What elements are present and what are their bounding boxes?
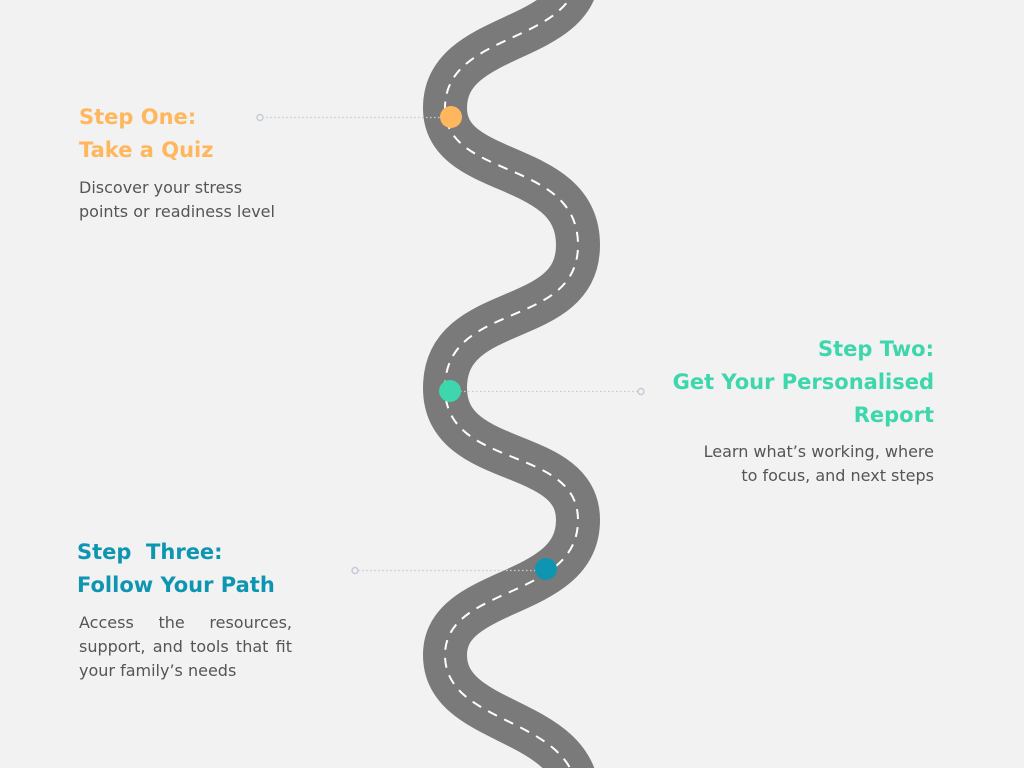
step-two-heading-line2: Get Your Personalised: [672, 370, 934, 394]
step-three-connector-end: [351, 566, 359, 575]
step-two-marker: [439, 380, 461, 402]
step-three-heading-line2: Follow Your Path: [77, 573, 275, 597]
step-three-description: Access the resources, support, and tools…: [79, 613, 292, 680]
step-two-description-line1: Learn what’s working, where: [703, 442, 934, 461]
step-two-description: Learn what’s working, where to focus, an…: [614, 440, 934, 488]
step-one-marker: [440, 106, 462, 128]
step-three-block: Step Three: Follow Your Path Access the …: [77, 536, 292, 683]
step-one-heading: Step One: Take a Quiz: [79, 101, 339, 167]
step-two-heading-line3: Report: [853, 403, 934, 427]
step-two-connector-end: [637, 387, 645, 396]
step-three-heading: Step Three: Follow Your Path: [77, 536, 292, 602]
step-one-block: Step One: Take a Quiz Discover your stre…: [79, 101, 339, 224]
step-three-marker: [535, 558, 557, 580]
step-two-heading: Step Two: Get Your Personalised Report: [614, 333, 934, 432]
road-surface: [422, 0, 601, 768]
step-three-heading-line1: Step Three:: [77, 540, 223, 564]
step-two-heading-line1: Step Two:: [818, 337, 934, 361]
step-two-block: Step Two: Get Your Personalised Report L…: [614, 333, 934, 488]
step-one-heading-line1: Step One:: [79, 105, 197, 129]
step-one-heading-line2: Take a Quiz: [79, 138, 214, 162]
step-one-description: Discover your stress points or readiness…: [79, 178, 275, 221]
step-two-description-line2: to focus, and next steps: [741, 466, 934, 485]
step-one-connector-end: [256, 113, 264, 122]
